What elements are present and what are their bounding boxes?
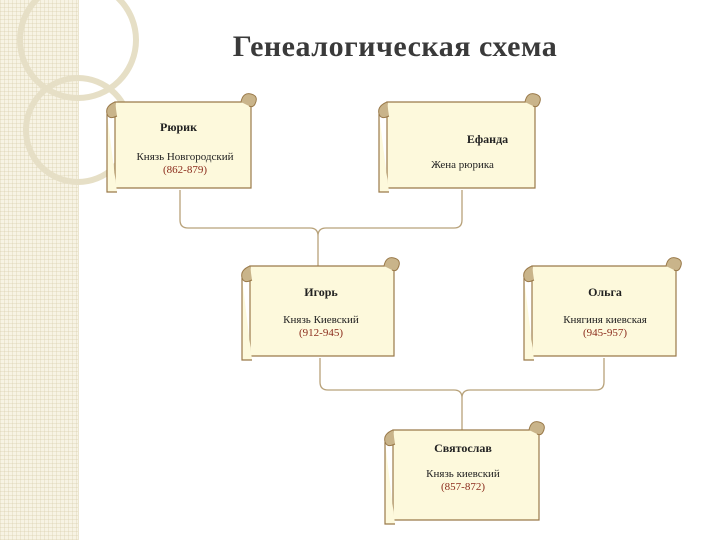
person-igor: Игорь Князь Киевский (912-945) (246, 285, 396, 339)
connector-lines (179, 190, 605, 432)
person-role: Князь Киевский (283, 314, 359, 326)
person-name: Игорь (304, 285, 338, 299)
scroll-olga (523, 257, 682, 361)
person-name: Ольга (588, 285, 622, 299)
person-years: (862-879) (163, 164, 207, 176)
person-role: Князь Новгородский (136, 151, 234, 163)
person-years: (945-957) (583, 327, 627, 339)
person-role: Жена рюрика (431, 159, 494, 171)
connector-ryurik-efanda (179, 190, 463, 268)
person-name: Рюрик (160, 120, 198, 134)
person-name: Ефанда (466, 132, 509, 146)
scroll-efanda (378, 93, 541, 193)
person-efanda: Ефанда Жена рюрика (385, 132, 540, 171)
scroll-igor (241, 257, 400, 361)
person-years: (857-872) (441, 481, 485, 493)
person-role: Князь киевский (426, 468, 500, 480)
page-title: Генеалогическая схема (232, 30, 558, 63)
person-name: Святослав (434, 441, 492, 455)
scroll-ryurik (106, 93, 257, 193)
person-ryurik: Рюрик Князь Новгородский (862-879) (110, 120, 260, 176)
person-years: (912-945) (299, 327, 343, 339)
connector-igor-olga (319, 358, 605, 432)
decorative-side-strip (0, 0, 79, 540)
person-role: Княгиня киевская (563, 314, 647, 326)
scroll-svyatoslav (384, 421, 545, 525)
person-olga: Ольга Княгиня киевская (945-957) (530, 285, 680, 339)
person-svyatoslav: Святослав Князь киевский (857-872) (388, 441, 538, 493)
